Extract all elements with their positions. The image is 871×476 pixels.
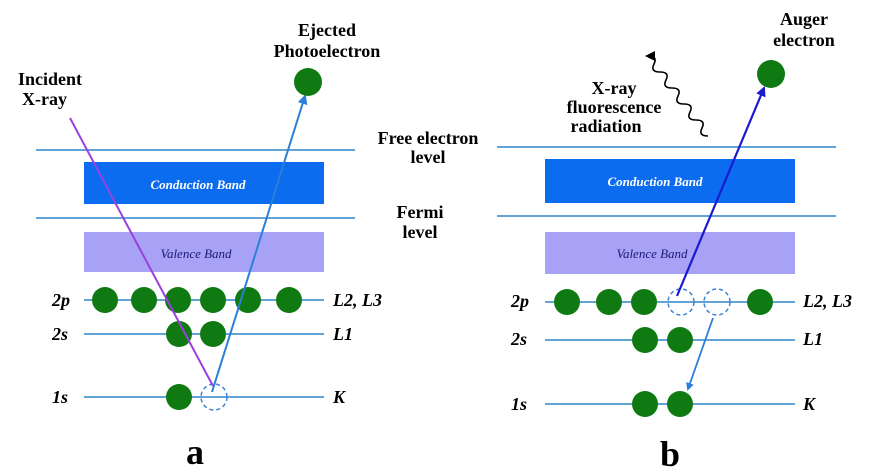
vacancy-2p-1-b	[667, 288, 695, 316]
electron-2s-1-a	[166, 321, 192, 347]
ejected-photoelectron	[294, 68, 322, 96]
shell-label-2s-a: 2s	[51, 324, 68, 344]
electron-2p-4-a	[200, 287, 226, 313]
vacancy-2p-2-b	[703, 288, 731, 316]
vacancy-1s-a	[200, 383, 228, 411]
incident-label-line2: X-ray	[22, 89, 67, 109]
panel-b: Conduction Band Valence Band 2p 2s 1s L2…	[497, 9, 852, 474]
level-label-k-b: K	[802, 394, 817, 414]
free-electron-label-line1: Free electron	[378, 128, 479, 148]
incident-label-line1: Incident	[18, 69, 82, 89]
electron-2p-2-a	[131, 287, 157, 313]
electron-2p-1-b	[554, 289, 580, 315]
level-label-l23-a: L2, L3	[332, 290, 382, 310]
level-label-l1-b: L1	[802, 329, 823, 349]
auger-label-line1: Auger	[780, 9, 828, 29]
electron-2p-4-b	[747, 289, 773, 315]
conduction-band-label-a: Conduction Band	[150, 177, 246, 192]
valence-band-b	[545, 232, 795, 274]
level-label-l23-b: L2, L3	[802, 291, 852, 311]
electron-2p-1-a	[92, 287, 118, 313]
auger-electron-arrow	[675, 86, 766, 297]
incident-xray-path	[69, 117, 214, 387]
panel-a: Conduction Band Valence Band 2p 2s 1s L2…	[18, 20, 382, 472]
fluorescence-label-line2: fluorescence	[567, 97, 662, 117]
electron-1s-1-b	[632, 391, 658, 417]
electron-2s-1-b	[632, 327, 658, 353]
shell-label-1s-b: 1s	[511, 394, 527, 414]
auger-label-line2: electron	[773, 30, 835, 50]
electron-2s-2-b	[667, 327, 693, 353]
free-electron-label-line2: level	[411, 147, 446, 167]
fluorescence-photon-wave	[645, 51, 709, 137]
electron-2p-2-b	[596, 289, 622, 315]
electron-1s-1-a	[166, 384, 192, 410]
electron-1s-2-b	[667, 391, 693, 417]
electron-2s-2-a	[200, 321, 226, 347]
electron-2p-5-a	[235, 287, 261, 313]
conduction-band-label-b: Conduction Band	[607, 174, 703, 189]
fermi-label-line2: level	[403, 222, 438, 242]
shell-label-2s-b: 2s	[510, 329, 527, 349]
ejected-label-line2: Photoelectron	[274, 41, 381, 61]
relaxation-arrow	[686, 317, 714, 391]
valence-band-label-a: Valence Band	[160, 246, 232, 261]
fluorescence-label-line1: X-ray	[592, 78, 637, 98]
panel-letter-a: a	[186, 432, 204, 472]
panel-letter-b: b	[660, 434, 680, 474]
middle-labels: Free electron level Fermi level	[378, 128, 479, 242]
auger-electron	[757, 60, 785, 88]
shell-label-2p-a: 2p	[51, 290, 70, 310]
valence-band-a	[84, 232, 324, 272]
level-label-l1-a: L1	[332, 324, 353, 344]
shell-label-1s-a: 1s	[52, 387, 68, 407]
shell-label-2p-b: 2p	[510, 291, 529, 311]
electron-2p-3-b	[631, 289, 657, 315]
electron-2p-6-a	[276, 287, 302, 313]
photoelectron-arrow	[211, 94, 308, 393]
fluorescence-label-line3: radiation	[570, 116, 641, 136]
fermi-label-line1: Fermi	[397, 202, 444, 222]
conduction-band-a	[84, 162, 324, 204]
level-label-k-a: K	[332, 387, 347, 407]
electron-2p-3-a	[165, 287, 191, 313]
conduction-band-b	[545, 159, 795, 203]
valence-band-label-b: Valence Band	[616, 246, 688, 261]
ejected-label-line1: Ejected	[298, 20, 356, 40]
